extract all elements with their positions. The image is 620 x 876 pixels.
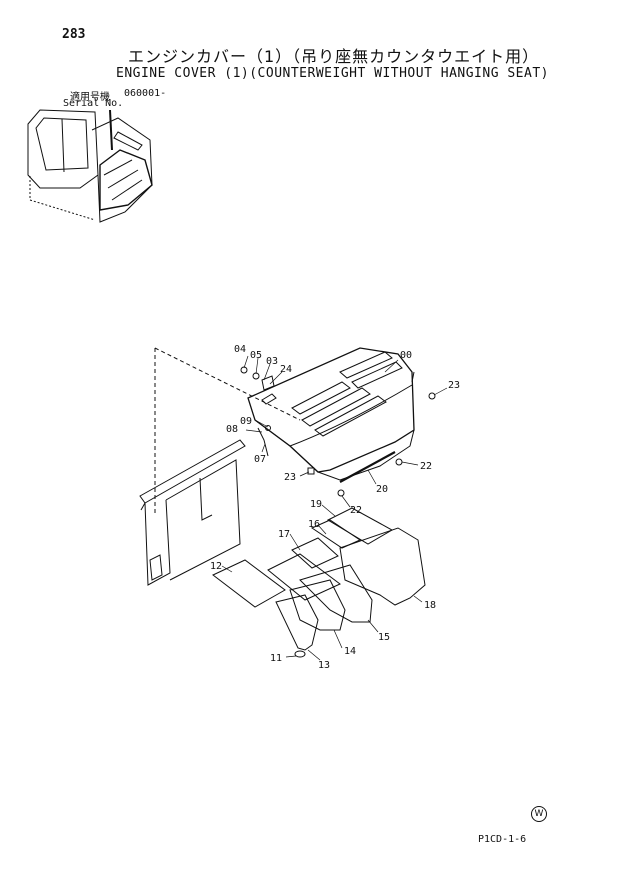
callout-20: 20 xyxy=(376,484,388,495)
callout-11: 11 xyxy=(270,653,282,664)
footer-code: P1CD-1-6 xyxy=(478,834,527,845)
callout-08: 08 xyxy=(226,424,238,435)
callout-07: 07 xyxy=(254,454,266,465)
callout-24: 24 xyxy=(280,364,292,375)
machine-thumbnail xyxy=(27,109,153,223)
callout-12: 12 xyxy=(210,561,222,572)
callout-15: 15 xyxy=(378,632,390,643)
callout-03: 03 xyxy=(266,356,278,367)
callout-22-lower: 22 xyxy=(350,505,362,516)
callout-14: 14 xyxy=(344,646,356,657)
callout-17: 17 xyxy=(278,529,290,540)
callout-13: 13 xyxy=(318,660,330,671)
serial-value: 060001- xyxy=(124,88,167,99)
page-number: 283 xyxy=(62,27,86,42)
callout-23-bottom: 23 xyxy=(284,472,296,483)
frame-rail xyxy=(139,439,246,586)
title-japanese: エンジンカバー（1）（吊り座無カウンタウエイト用） xyxy=(128,47,540,66)
callout-09: 09 xyxy=(240,416,252,427)
engine-cover-main xyxy=(247,347,415,481)
serial-label-english: Serial No. xyxy=(63,98,124,109)
callout-16: 16 xyxy=(308,519,320,530)
serial-label-japanese: 適用号機 xyxy=(70,92,110,103)
lower-panels xyxy=(212,507,426,658)
callout-00: 00 xyxy=(400,350,412,361)
callout-18: 18 xyxy=(424,600,436,611)
w-mark-icon: W xyxy=(531,806,547,822)
callout-05: 05 xyxy=(250,350,262,361)
callout-22-right: 22 xyxy=(420,461,432,472)
title-english: ENGINE COVER (1)(COUNTERWEIGHT WITHOUT H… xyxy=(116,66,549,81)
callout-04: 04 xyxy=(234,344,246,355)
callout-19: 19 xyxy=(310,499,322,510)
callout-23-top: 23 xyxy=(448,380,460,391)
